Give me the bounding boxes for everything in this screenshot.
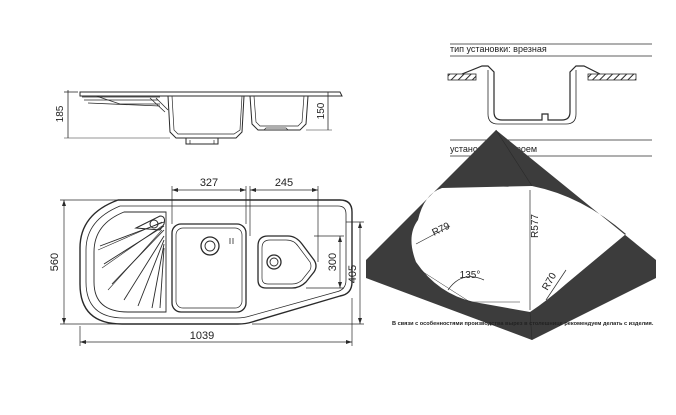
dim-line-185 [64,90,170,139]
dim-label-1039: 1039 [190,330,214,342]
cutout-section: установочный проем R79 R577 R70 135° В с… [366,129,656,341]
dim-label-560: 560 [49,253,61,271]
sink-inner-rim [85,205,347,319]
main-bowl [171,223,247,313]
install-type-section: тип установки: врезная [447,43,652,125]
small-drain-icon [266,254,282,270]
radius-label-r79: R79 [430,221,452,239]
install-type-label: тип установки: врезная [450,44,547,54]
side-profile [79,91,343,145]
cutout-note: В связи с особенностями производства выр… [392,320,654,327]
dim-arrows [62,188,362,344]
main-drain-inner-icon [204,240,216,252]
drainer-area [93,211,167,313]
main-drain-icon [200,236,220,256]
dim-label-300: 300 [327,253,339,271]
sink-section-inner [487,70,577,125]
side-view: 185 150 [55,90,343,145]
countertop-right [587,73,637,81]
small-drain-inner-icon [269,257,279,267]
corner-guide-line [495,129,533,341]
radius-label-r70: R70 [540,271,559,293]
small-bowl-inner [261,239,312,285]
small-bowl [257,235,317,289]
dim-label-185: 185 [55,105,66,122]
dim-label-245: 245 [275,177,293,189]
corner-triangle [134,215,165,231]
dim-label-405: 405 [347,265,359,283]
angle-label: 135° [460,270,481,281]
countertop-left [447,73,477,81]
sink-section-profile [461,65,601,121]
top-view: 327 245 560 300 405 1039 [49,177,364,346]
radius-line-r70 [545,269,567,301]
overflow-icon [229,238,234,244]
tap-hole-icon [149,219,159,229]
dim-label-327: 327 [200,177,218,189]
radius-label-r577: R577 [530,214,541,238]
countertop-cutout [366,130,656,340]
angle-arc [447,276,485,291]
radius-line-r79 [415,225,451,245]
dim-label-150: 150 [316,102,327,119]
main-bowl-inner [175,227,243,309]
dim-line-150 [306,92,332,131]
sink-outline [79,199,353,325]
